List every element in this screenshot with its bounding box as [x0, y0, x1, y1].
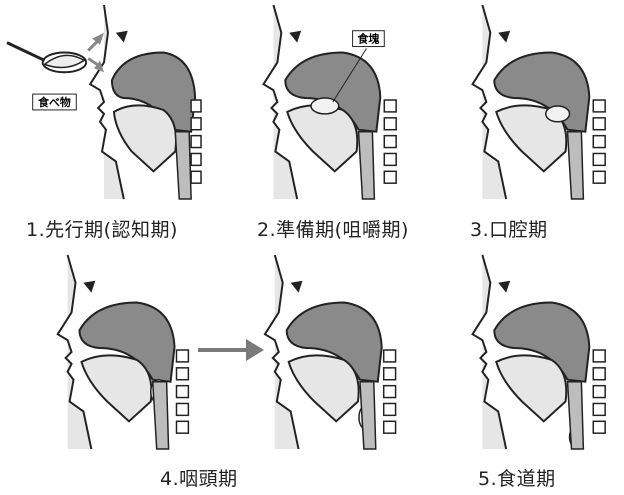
head-cross-section-1: 食べ物	[5, 3, 203, 201]
head-cross-section-3	[423, 3, 621, 201]
panel-stage-2: 食塊	[214, 3, 412, 201]
caption-stage-5: 5.食道期	[478, 464, 556, 491]
food-label: 食べ物	[38, 95, 71, 109]
head-cross-section-5	[423, 253, 621, 451]
caption-stage-3: 3.口腔期	[470, 215, 548, 242]
caption-stage-1: 1.先行期(認知期)	[26, 215, 178, 242]
bolus-label: 食塊	[358, 32, 380, 46]
caption-stage-2: 2.準備期(咀嚼期)	[257, 215, 409, 242]
caption-stage-4: 4.咽頭期	[160, 464, 238, 491]
head-cross-section-2: 食塊	[214, 3, 412, 201]
panel-stage-3	[423, 3, 621, 201]
panel-stage-5	[423, 253, 621, 451]
panel-stage-1: 食べ物	[5, 3, 203, 201]
